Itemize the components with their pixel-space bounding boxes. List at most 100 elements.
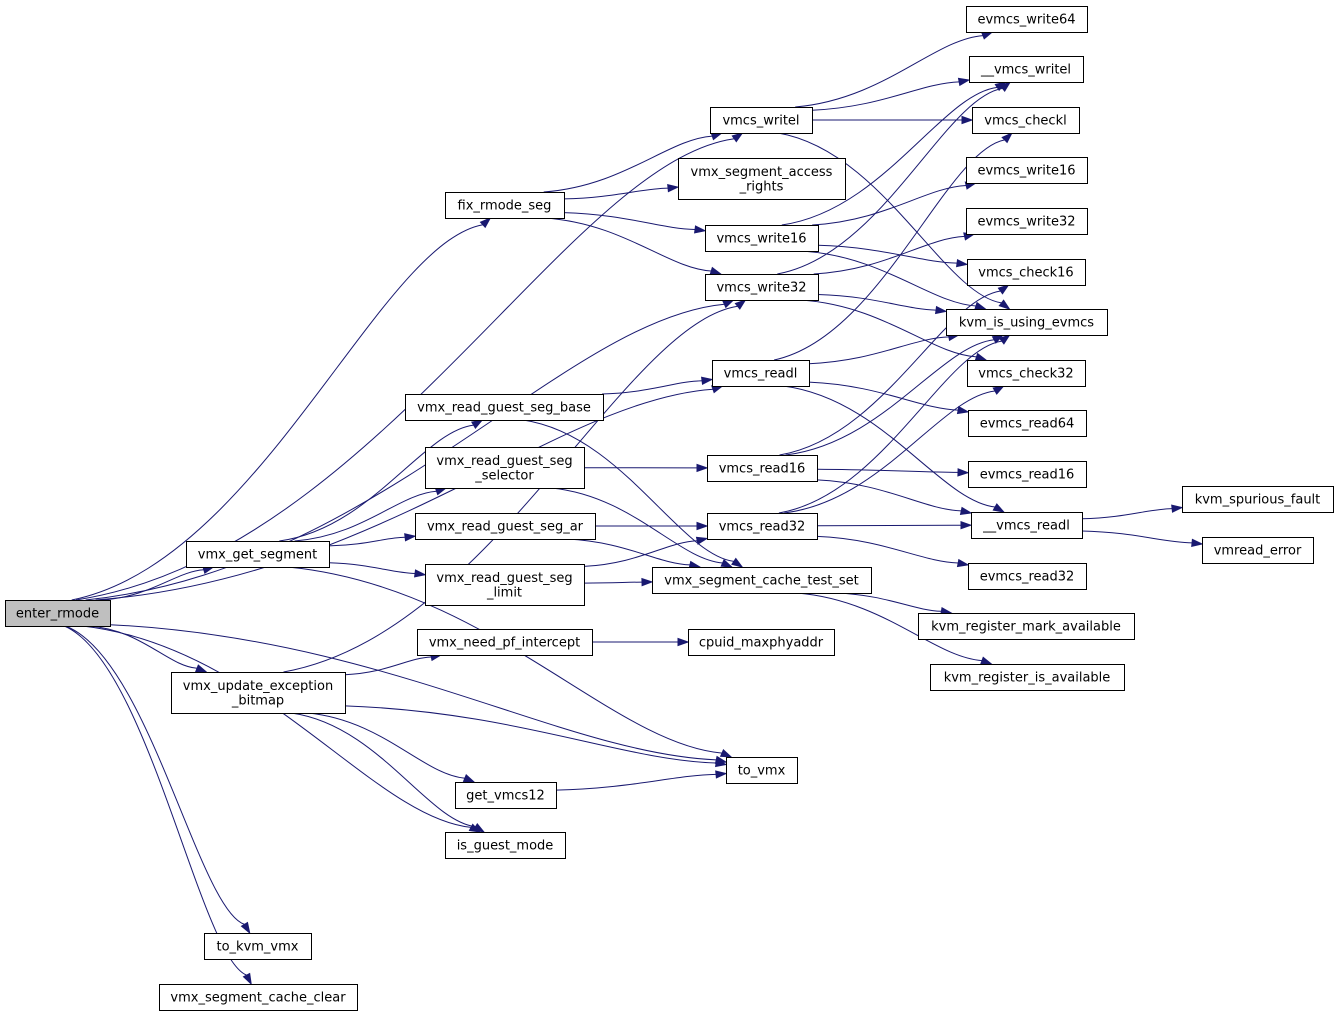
node-label: vmx_segment_cache_test_set: [664, 574, 858, 589]
edge-fix_rmode_seg-to-vmcs_write16: [563, 212, 707, 234]
node-label: vmcs_check32: [978, 367, 1073, 382]
node-box: [712, 360, 810, 387]
node-label: fix_rmode_seg: [458, 199, 552, 214]
node-vmx_segment_access_rights[interactable]: vmx_segment_access_rights: [678, 158, 846, 200]
edge-vmx_update_exception_bitmap-to-to_vmx: [344, 705, 728, 768]
node-is_guest_mode[interactable]: is_guest_mode: [445, 832, 566, 859]
node-vmcs_writel[interactable]: vmcs_writel: [710, 107, 813, 134]
node-label: __vmcs_readl: [982, 519, 1070, 534]
node-label: vmcs_write32: [716, 281, 806, 296]
node-kvm_spurious_fault[interactable]: kvm_spurious_fault: [1182, 486, 1334, 513]
node-kvm_register_is_available[interactable]: kvm_register_is_available: [930, 664, 1125, 691]
node-box: [968, 410, 1087, 437]
node-box: [445, 192, 565, 219]
node-evmcs_read64[interactable]: evmcs_read64: [968, 410, 1087, 437]
edge-vmx_read_guest_seg_base-to-vmx_segment_cache_test_set: [523, 419, 744, 568]
edge-vmx_segment_cache_test_set-to-kvm_register_is_available: [797, 592, 993, 665]
node-box: [705, 225, 819, 252]
node-kvm_register_mark_available[interactable]: kvm_register_mark_available: [918, 613, 1135, 640]
node-label: kvm_register_is_available: [944, 671, 1111, 686]
node-vmx_need_pf_intercept[interactable]: vmx_need_pf_intercept: [417, 629, 593, 656]
node-label: kvm_spurious_fault: [1195, 493, 1321, 508]
node-box: [930, 664, 1125, 691]
node-evmcs_write16[interactable]: evmcs_write16: [966, 157, 1088, 184]
node-to_vmx[interactable]: to_vmx: [726, 757, 798, 784]
edge-vmcs_readl_raw-to-vmread_error: [1081, 530, 1204, 548]
node-enter_rmode[interactable]: enter_rmode: [5, 600, 111, 627]
node-label: cpuid_maxphyaddr: [699, 636, 824, 651]
node-box: [918, 613, 1135, 640]
node-vmx_get_segment[interactable]: vmx_get_segment: [186, 541, 330, 568]
edge-vmx_update_exception_bitmap-to-vmx_need_pf_intercept: [344, 653, 443, 676]
node-vmx_read_guest_seg_selector[interactable]: vmx_read_guest_seg_selector: [425, 447, 585, 489]
node-get_vmcs12[interactable]: get_vmcs12: [455, 782, 557, 809]
node-vmcs_write16[interactable]: vmcs_write16: [705, 225, 819, 252]
node-evmcs_write32[interactable]: evmcs_write32: [966, 208, 1088, 235]
node-vmcs_read16[interactable]: vmcs_read16: [707, 455, 818, 482]
node-vmx_segment_cache_test_set[interactable]: vmx_segment_cache_test_set: [652, 567, 872, 594]
node-cpuid_maxphyaddr[interactable]: cpuid_maxphyaddr: [688, 629, 835, 656]
node-box: [710, 107, 813, 134]
node-box: [688, 629, 835, 656]
node-box: [967, 259, 1086, 286]
node-label: to_vmx: [738, 764, 786, 779]
node-label: vmcs_read32: [719, 520, 806, 535]
node-vmcs_readl[interactable]: vmcs_readl: [712, 360, 810, 387]
edge-vmx_segment_cache_test_set-to-kvm_register_mark_available: [836, 592, 953, 616]
edge-vmx_read_guest_seg_base-to-vmcs_readl: [602, 376, 714, 395]
edge-vmx_need_pf_intercept-to-cpuid_maxphyaddr: [592, 637, 690, 647]
node-vmx_read_guest_seg_base[interactable]: vmx_read_guest_seg_base: [405, 394, 604, 421]
node-box: [652, 567, 872, 594]
node-vmx_read_guest_seg_ar[interactable]: vmx_read_guest_seg_ar: [415, 513, 596, 540]
node-vmcs_read32[interactable]: vmcs_read32: [707, 513, 818, 540]
node-box: [971, 512, 1083, 539]
node-vmcs_check16[interactable]: vmcs_check16: [967, 259, 1086, 286]
node-box: [969, 56, 1084, 83]
node-vmcs_writel_raw[interactable]: __vmcs_writel: [969, 56, 1084, 83]
node-box: [966, 6, 1088, 33]
node-label: evmcs_read32: [980, 570, 1075, 585]
node-evmcs_read16[interactable]: evmcs_read16: [968, 461, 1087, 488]
node-box: [946, 309, 1108, 336]
node-to_kvm_vmx[interactable]: to_kvm_vmx: [204, 933, 312, 960]
node-fix_rmode_seg[interactable]: fix_rmode_seg: [445, 192, 565, 219]
node-vmread_error[interactable]: vmread_error: [1202, 537, 1314, 564]
node-label: evmcs_write16: [977, 164, 1075, 179]
node-box: [968, 563, 1087, 590]
node-vmcs_check32[interactable]: vmcs_check32: [967, 360, 1086, 387]
edge-enter_rmode-to-is_guest_mode: [82, 625, 482, 833]
edge-vmcs_readl-to-vmcs_readl_raw: [783, 385, 1006, 513]
node-evmcs_read32[interactable]: evmcs_read32: [968, 563, 1087, 590]
edge-vmx_update_exception_bitmap-to-get_vmcs12: [307, 712, 476, 783]
node-box: [1182, 486, 1334, 513]
node-box: [967, 360, 1086, 387]
node-label: vmx_read_guest_seg_ar: [427, 520, 584, 535]
edge-vmcs_read16-to-vmcs_readl_raw: [816, 479, 973, 515]
node-vmcs_write32[interactable]: vmcs_write32: [705, 274, 819, 301]
node-vmx_update_exception_bitmap[interactable]: vmx_update_exception_bitmap: [171, 672, 346, 714]
node-label: evmcs_write32: [977, 215, 1075, 230]
node-label: vmx_read_guest_seg_base: [417, 401, 591, 416]
edge-enter_rmode-to-vmx_update_exception_bitmap: [90, 625, 208, 673]
edge-vmx_read_guest_seg_ar-to-vmcs_read32: [595, 521, 709, 531]
edge-vmx_read_guest_seg_limit-to-vmcs_read32: [583, 536, 709, 567]
node-vmx_read_guest_seg_limit[interactable]: vmx_read_guest_seg_limit: [425, 564, 585, 606]
node-label: vmx_read_guest_seg: [436, 571, 572, 586]
edge-vmcs_write16-to-vmcs_writel_raw: [781, 81, 1007, 226]
node-layer: enter_rmode evmcs_write64 __vmcs_writelvmc…: [5, 6, 1334, 1011]
node-evmcs_write64[interactable]: evmcs_write64: [966, 6, 1088, 33]
node-label: __vmcs_writel: [980, 63, 1071, 78]
node-box: [966, 157, 1088, 184]
edge-vmx_get_segment-to-to_vmx: [287, 566, 733, 758]
node-label: vmcs_check16: [978, 266, 1073, 281]
edge-vmcs_readl-to-evmcs_read64: [808, 381, 970, 415]
node-vmx_segment_cache_clear[interactable]: vmx_segment_cache_clear: [159, 984, 358, 1011]
edge-enter_rmode-to-vmx_get_segment: [101, 565, 215, 601]
edge-layer: [64, 31, 1204, 986]
node-label: vmcs_readl: [724, 367, 798, 382]
node-vmcs_readl_raw[interactable]: __vmcs_readl: [971, 512, 1083, 539]
node-vmcs_checkl[interactable]: vmcs_checkl: [972, 107, 1080, 134]
edge-vmcs_write32-to-kvm_is_using_evmcs: [817, 294, 948, 315]
node-label: vmread_error: [1214, 544, 1302, 559]
node-kvm_is_using_evmcs[interactable]: kvm_is_using_evmcs: [946, 309, 1108, 336]
